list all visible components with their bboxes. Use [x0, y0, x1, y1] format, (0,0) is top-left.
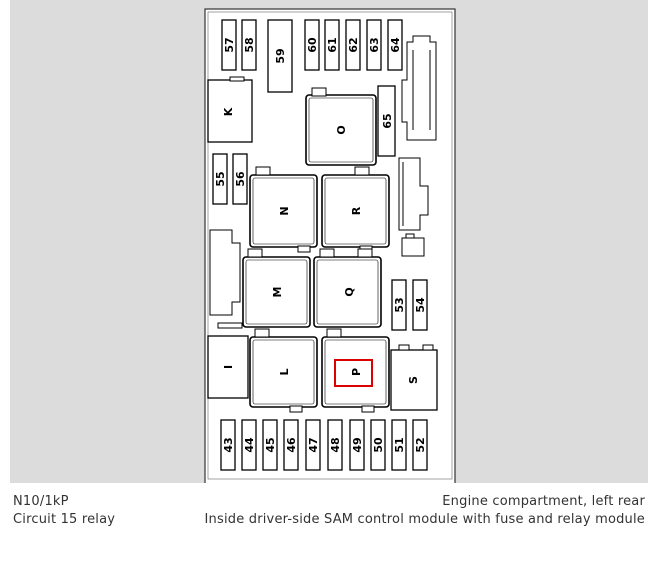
- relay-s: S: [390, 344, 438, 411]
- location-line-2: Inside driver-side SAM control module wi…: [204, 512, 645, 527]
- fuse-50-label: 50: [372, 437, 385, 453]
- fuse-63-label: 63: [368, 37, 381, 52]
- diagram-panel: 57 58 59 60 61 62 63 64 K O 65 55 56: [10, 0, 648, 483]
- fuse-55-label: 55: [214, 171, 227, 186]
- fuse-59: 59: [267, 19, 293, 93]
- fuse-45-label: 45: [264, 437, 277, 452]
- fuse-58: 58: [241, 19, 257, 71]
- fuse-61-label: 61: [326, 37, 339, 52]
- fuse-52: 52: [412, 419, 428, 471]
- connector-mid-right: [398, 157, 429, 231]
- fuse-59-label: 59: [274, 48, 287, 63]
- relay-m: M: [217, 248, 311, 329]
- module-inner-outline: [207, 11, 453, 480]
- relay-p-label: P: [350, 368, 363, 376]
- relay-k: K: [207, 76, 253, 143]
- fuse-56: 56: [232, 153, 248, 205]
- fuse-50: 50: [370, 419, 386, 471]
- fuse-61: 61: [324, 19, 340, 71]
- fuse-58-label: 58: [243, 37, 256, 52]
- fuse-52-label: 52: [414, 437, 427, 452]
- fuse-56-label: 56: [234, 171, 247, 187]
- relay-n-label: N: [278, 206, 291, 215]
- relay-q-label: Q: [343, 287, 356, 296]
- relay-s-label: S: [407, 376, 420, 384]
- fuse-49-label: 49: [351, 437, 364, 452]
- fuse-55: 55: [212, 153, 228, 205]
- fuse-57: 57: [221, 19, 237, 71]
- relay-r: R: [321, 166, 390, 253]
- relay-i-label: I: [222, 365, 235, 369]
- fuse-65: 65: [377, 85, 396, 157]
- relay-r-label: R: [350, 206, 363, 215]
- relay-n: N: [249, 166, 318, 253]
- fuse-64: 64: [387, 19, 403, 71]
- fuse-47: 47: [305, 419, 321, 471]
- fuse-53-label: 53: [393, 297, 406, 312]
- fuse-46: 46: [283, 419, 299, 471]
- fuse-51: 51: [391, 419, 407, 471]
- relay-q: Q: [313, 248, 382, 328]
- fuse-47-label: 47: [307, 437, 320, 452]
- fuse-48: 48: [327, 419, 343, 471]
- fuse-54: 54: [412, 279, 428, 331]
- relay-o-label: O: [335, 125, 348, 134]
- fuse-44: 44: [241, 419, 257, 471]
- fuse-43-label: 43: [222, 437, 235, 452]
- fuse-60: 60: [304, 19, 320, 71]
- component-code: N10/1kP: [13, 494, 69, 509]
- fuse-45: 45: [262, 419, 278, 471]
- fuse-62: 62: [345, 19, 361, 71]
- component-name: Circuit 15 relay: [13, 512, 116, 527]
- fuse-44-label: 44: [243, 437, 256, 453]
- relay-l-label: L: [278, 368, 291, 375]
- relay-p: P: [321, 328, 390, 413]
- fuse-62-label: 62: [347, 37, 360, 52]
- fuse-53: 53: [391, 279, 407, 331]
- fuse-relay-module-diagram: 57 58 59 60 61 62 63 64 K O 65 55 56: [204, 8, 456, 483]
- fuse-60-label: 60: [306, 37, 319, 53]
- relay-k-label: K: [222, 107, 235, 116]
- relay-m-label: M: [271, 287, 284, 298]
- fuse-65-label: 65: [381, 113, 394, 128]
- fuse-49: 49: [349, 419, 365, 471]
- fuse-51-label: 51: [393, 437, 406, 452]
- fuse-63: 63: [366, 19, 382, 71]
- connector-top-right: [401, 35, 437, 141]
- fuse-57-label: 57: [223, 37, 236, 52]
- fuse-48-label: 48: [329, 437, 342, 452]
- relay-i: I: [207, 335, 249, 399]
- relay-l: L: [249, 328, 318, 413]
- connector-small-right: [401, 233, 425, 257]
- fuse-54-label: 54: [414, 297, 427, 313]
- relay-p-highlight: [334, 359, 373, 387]
- fuse-46-label: 46: [285, 437, 298, 453]
- location-line-1: Engine compartment, left rear: [442, 494, 645, 509]
- fuse-64-label: 64: [389, 37, 402, 53]
- relay-o: O: [305, 87, 377, 166]
- fuse-43: 43: [220, 419, 236, 471]
- connector-left: [209, 229, 241, 316]
